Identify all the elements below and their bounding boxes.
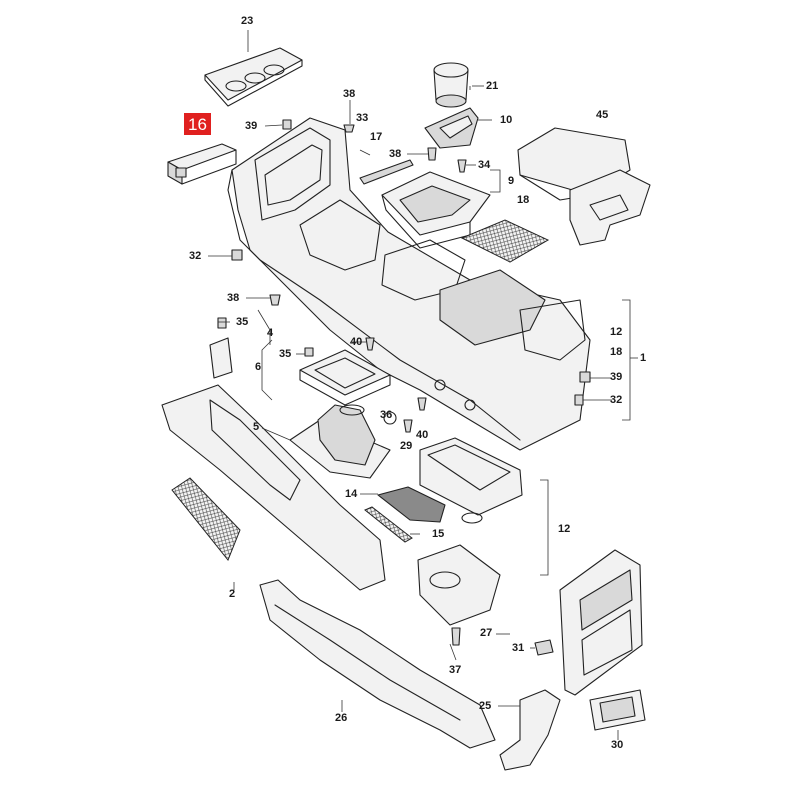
callout-21: 21 (486, 80, 499, 92)
part-26-long-air-duct (259, 579, 496, 749)
part-6-frame (299, 349, 391, 406)
callout-31: 31 (512, 642, 525, 654)
callout-4: 4 (267, 327, 274, 339)
callout-30: 30 (611, 739, 624, 751)
part-18-mat (460, 219, 550, 263)
callout-27: 27 (480, 627, 493, 639)
callout-18: 18 (610, 346, 623, 358)
small-fasteners (217, 119, 591, 433)
part-5-shift-boot (289, 404, 391, 479)
callout-40: 40 (350, 336, 363, 348)
part-10-shift-cover (424, 107, 479, 149)
callout-14: 14 (345, 488, 358, 500)
part-4-bracket (209, 337, 233, 379)
part-17-trim-strip (359, 159, 414, 185)
callout-23: 23 (241, 15, 254, 27)
callout-6: 6 (255, 361, 262, 373)
callout-38: 38 (227, 292, 240, 304)
callout-26: 26 (335, 712, 348, 724)
callout-29: 29 (400, 440, 413, 452)
part-9-center-tray (381, 171, 491, 249)
callout-35: 35 (236, 316, 249, 328)
callout-10: 10 (500, 114, 513, 126)
callout-25: 25 (479, 700, 492, 712)
part-1-console-body (227, 117, 591, 451)
callout-35: 35 (279, 348, 292, 360)
callout-12: 12 (610, 326, 623, 338)
part-37-screw (451, 627, 461, 646)
part-15-strip (364, 506, 413, 543)
part-cup-holder-box (417, 544, 501, 626)
callout-2: 2 (229, 588, 236, 600)
callout-39: 39 (610, 371, 623, 383)
callout-45: 45 (596, 109, 609, 121)
part-14-rubber-mat (377, 486, 446, 523)
callout-37: 37 (449, 664, 462, 676)
callout-38: 38 (389, 148, 402, 160)
leader-lines (208, 30, 638, 740)
callout-18: 18 (517, 194, 530, 206)
callout-33: 33 (356, 112, 369, 124)
callout-17: 17 (370, 131, 383, 143)
callout-9: 9 (508, 175, 515, 187)
callout-12: 12 (558, 523, 571, 535)
callout-40: 40 (416, 429, 429, 441)
callout-1: 1 (640, 352, 647, 364)
part-30-rear-switch-panel (589, 689, 646, 731)
callout-32: 32 (189, 250, 202, 262)
part-23-switch-panel (204, 47, 303, 107)
callout-5: 5 (253, 421, 260, 433)
callout-34: 34 (478, 159, 491, 171)
callout-38: 38 (343, 88, 356, 100)
callout-16-highlighted: 16 (184, 113, 211, 135)
part-21-cup-insert (433, 62, 469, 108)
callout-36: 36 (380, 409, 393, 421)
callout-15: 15 (432, 528, 445, 540)
part-31-clip (534, 639, 554, 656)
part-27-rear-vent (559, 549, 643, 696)
callout-32: 32 (610, 394, 623, 406)
callout-39: 39 (245, 120, 258, 132)
part-25-air-duct (499, 689, 561, 771)
part-12-lower-tray (419, 437, 523, 524)
part-16-bracket (167, 143, 237, 185)
part-45-armrest (517, 127, 651, 246)
part-2-side-panel (161, 384, 386, 591)
